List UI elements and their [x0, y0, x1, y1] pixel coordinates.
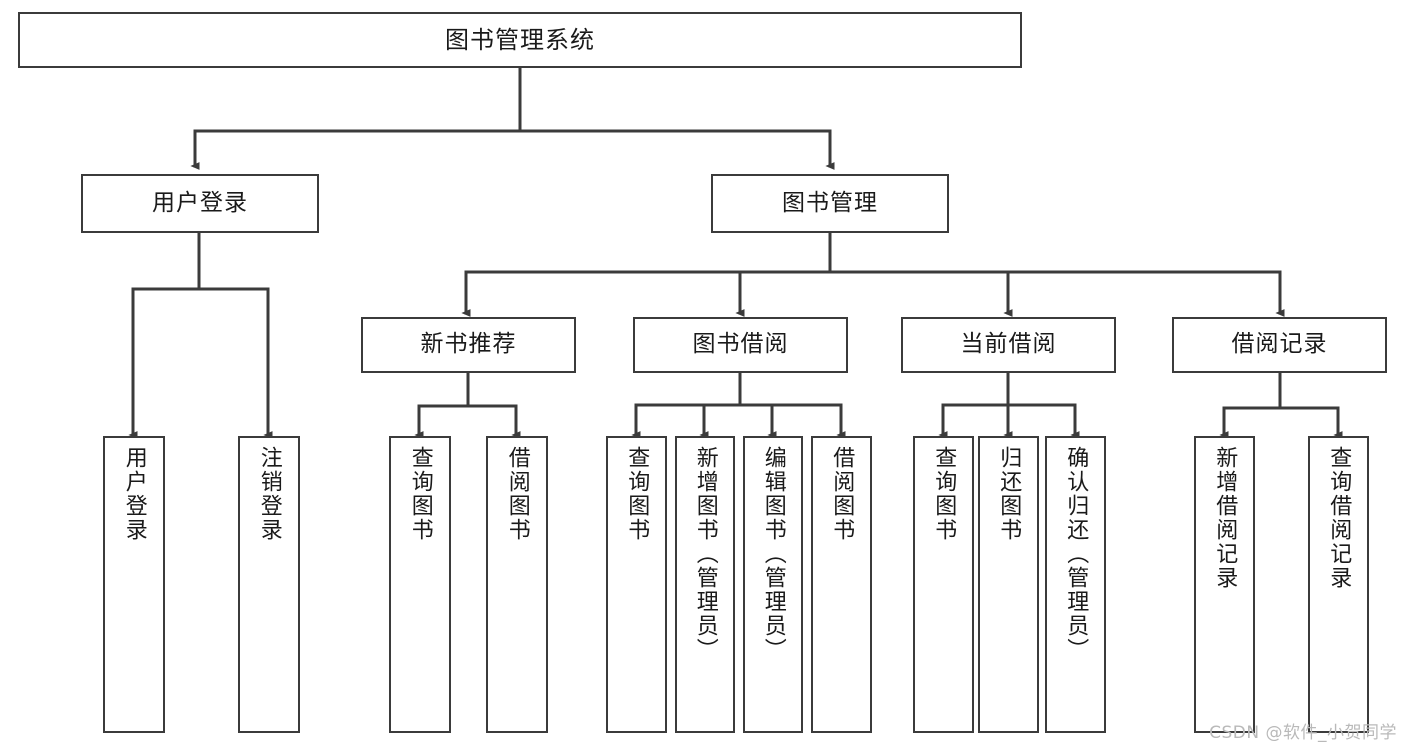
node-label: 新增图书（管理员）	[692, 446, 718, 662]
node-user-login[interactable]: 用户登录	[81, 174, 319, 233]
node-label: 借阅记录	[1231, 331, 1328, 358]
node-label: 用户登录	[121, 446, 147, 542]
node-label: 编辑图书（管理员）	[760, 446, 786, 662]
node-label: 借阅图书	[504, 446, 530, 542]
node-label: 图书管理	[782, 189, 878, 216]
node-label: 查询图书	[407, 446, 433, 542]
node-label: 用户登录	[152, 189, 248, 216]
node-borrow-record[interactable]: 借阅记录	[1172, 317, 1387, 373]
node-book-management[interactable]: 图书管理	[711, 174, 949, 233]
node-label: 新增借阅记录	[1212, 446, 1238, 590]
leaf-borrow-edit-book-admin[interactable]: 编辑图书（管理员）	[743, 436, 803, 733]
leaf-record-add-borrow-record[interactable]: 新增借阅记录	[1194, 436, 1255, 733]
node-label: 当前借阅	[960, 331, 1057, 358]
leaf-user-login-logout[interactable]: 注销登录	[238, 436, 300, 733]
node-label: 图书借阅	[692, 331, 789, 358]
leaf-borrow-borrow-book[interactable]: 借阅图书	[811, 436, 872, 733]
node-label: 确认归还（管理员）	[1063, 446, 1089, 662]
node-label: 注销登录	[256, 446, 282, 542]
node-label: 新书推荐	[420, 331, 517, 358]
csdn-watermark: CSDN @软件_小贺同学	[1209, 723, 1397, 743]
node-book-borrow[interactable]: 图书借阅	[633, 317, 848, 373]
leaf-current-query-book[interactable]: 查询图书	[913, 436, 974, 733]
leaf-borrow-add-book-admin[interactable]: 新增图书（管理员）	[675, 436, 735, 733]
node-root-book-management-system[interactable]: 图书管理系统	[18, 12, 1022, 68]
node-label: 查询图书	[931, 446, 957, 542]
node-new-book-recommend[interactable]: 新书推荐	[361, 317, 576, 373]
leaf-new-book-borrow[interactable]: 借阅图书	[486, 436, 548, 733]
node-current-borrow[interactable]: 当前借阅	[901, 317, 1116, 373]
node-label: 借阅图书	[829, 446, 855, 542]
node-label: 查询借阅记录	[1326, 446, 1352, 590]
leaf-borrow-query-book[interactable]: 查询图书	[606, 436, 667, 733]
leaf-record-query-borrow-record[interactable]: 查询借阅记录	[1308, 436, 1369, 733]
node-label: 查询图书	[624, 446, 650, 542]
leaf-user-login-login[interactable]: 用户登录	[103, 436, 165, 733]
leaf-current-confirm-return-admin[interactable]: 确认归还（管理员）	[1045, 436, 1106, 733]
leaf-new-book-query[interactable]: 查询图书	[389, 436, 451, 733]
leaf-current-return-book[interactable]: 归还图书	[978, 436, 1039, 733]
node-label: 图书管理系统	[445, 25, 595, 54]
node-label: 归还图书	[996, 446, 1022, 542]
